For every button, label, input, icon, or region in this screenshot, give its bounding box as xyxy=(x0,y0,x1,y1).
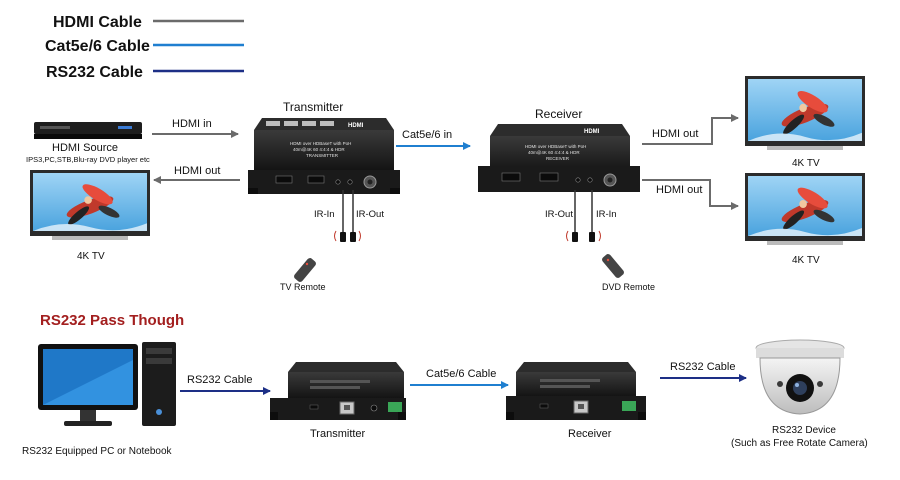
legend-hdmi-label: HDMI Cable xyxy=(53,14,142,31)
pc-label: RS232 Equipped PC or Notebook xyxy=(22,446,173,457)
dvd-remote-icon xyxy=(602,254,624,278)
receiver-face-text-1: HDMI over HDBaseT with PoH xyxy=(525,144,586,149)
rs232-transmitter-device xyxy=(270,362,406,420)
tv-remote-icon xyxy=(294,258,316,282)
hdmi-in-label: HDMI in xyxy=(172,118,212,130)
tx-ir-out-label: IR-Out xyxy=(356,209,384,220)
tv-right-1-label: 4K TV xyxy=(792,158,820,169)
tx-ir-signal-icon-2 xyxy=(358,230,361,242)
hdmi-out-left-label: HDMI out xyxy=(174,165,220,177)
rx-ir-in-label: IR-In xyxy=(596,209,617,220)
pc-icon xyxy=(38,342,176,426)
receiver-title: Receiver xyxy=(535,107,582,121)
hdmi-source-player xyxy=(34,122,142,139)
transmitter-title: Transmitter xyxy=(283,100,343,114)
camera-icon xyxy=(755,339,845,415)
receiver-face-text-2: 40m@4K 60 4:4:4 & HDR xyxy=(528,150,580,155)
hdmi-out-tv2-label: HDMI out xyxy=(656,184,702,196)
hdmi-out-tv2-arrow xyxy=(642,179,739,210)
tx-ir-receiver-icon xyxy=(340,232,346,242)
rs232-receiver-label: Receiver xyxy=(568,428,612,440)
hdmi-out-tv1-arrow xyxy=(642,114,739,145)
rs232-section-title: RS232 Pass Though xyxy=(40,312,184,329)
transmitter-face-text-3: TRANSMITTER xyxy=(306,153,339,158)
legend-cat-label: Cat5e/6 Cable xyxy=(45,38,150,55)
receiver-device: HDMI HDMI over HDBaseT with PoH 40m@4K 6… xyxy=(478,124,640,192)
source-subtitle: IPS3,PC,STB,Blu-ray DVD player etc xyxy=(26,155,150,164)
rx-ir-emitter-icon xyxy=(572,232,578,242)
tv-left xyxy=(30,170,150,240)
transmitter-device: HDMI HDMI over HDBaseT with PoH 40m@4K 6… xyxy=(248,118,400,194)
rs232-receiver-device xyxy=(506,362,646,420)
hdmi-out-tv1-label: HDMI out xyxy=(652,128,698,140)
dvd-remote-label: DVD Remote xyxy=(602,282,655,292)
legend-rs232-label: RS232 Cable xyxy=(46,64,143,81)
receiver-face-text-3: RECEIVER xyxy=(546,156,570,161)
tv-right-2-label: 4K TV xyxy=(792,255,820,266)
transmitter-hdmi-logo: HDMI xyxy=(348,123,364,129)
cat-in-label: Cat5e/6 in xyxy=(402,129,452,141)
cat-cable-label: Cat5e/6 Cable xyxy=(426,368,496,380)
tx-ir-in-label: IR-In xyxy=(314,209,335,220)
source-title: HDMI Source xyxy=(52,142,118,154)
rx-ir-signal-icon xyxy=(566,230,569,242)
receiver-hdmi-logo: HDMI xyxy=(584,129,600,135)
transmitter-face-text-2: 40m@4K 60 4:4:4 & HDR xyxy=(293,147,345,152)
rx-ir-receiver-icon xyxy=(589,232,595,242)
tx-ir-signal-icon xyxy=(334,230,337,242)
tv-left-label: 4K TV xyxy=(77,251,105,262)
rs232-cable-label: RS232 Cable xyxy=(187,374,252,386)
legend: HDMI Cable Cat5e/6 Cable RS232 Cable xyxy=(45,14,244,81)
rx-ir-out-label: IR-Out xyxy=(545,209,573,220)
tv-right-2 xyxy=(745,173,865,245)
rx-ir-signal-icon-2 xyxy=(598,230,601,242)
camera-label-2: (Such as Free Rotate Camera) xyxy=(731,438,868,449)
rs232-transmitter-label: Transmitter xyxy=(310,428,366,440)
camera-label-1: RS232 Device xyxy=(772,425,836,436)
tx-ir-emitter-icon xyxy=(350,232,356,242)
tv-right-1 xyxy=(745,76,865,150)
tv-remote-label: TV Remote xyxy=(280,282,326,292)
rs232-cable-right-label: RS232 Cable xyxy=(670,361,735,373)
transmitter-face-text-1: HDMI over HDBaseT with PoH xyxy=(290,141,351,146)
